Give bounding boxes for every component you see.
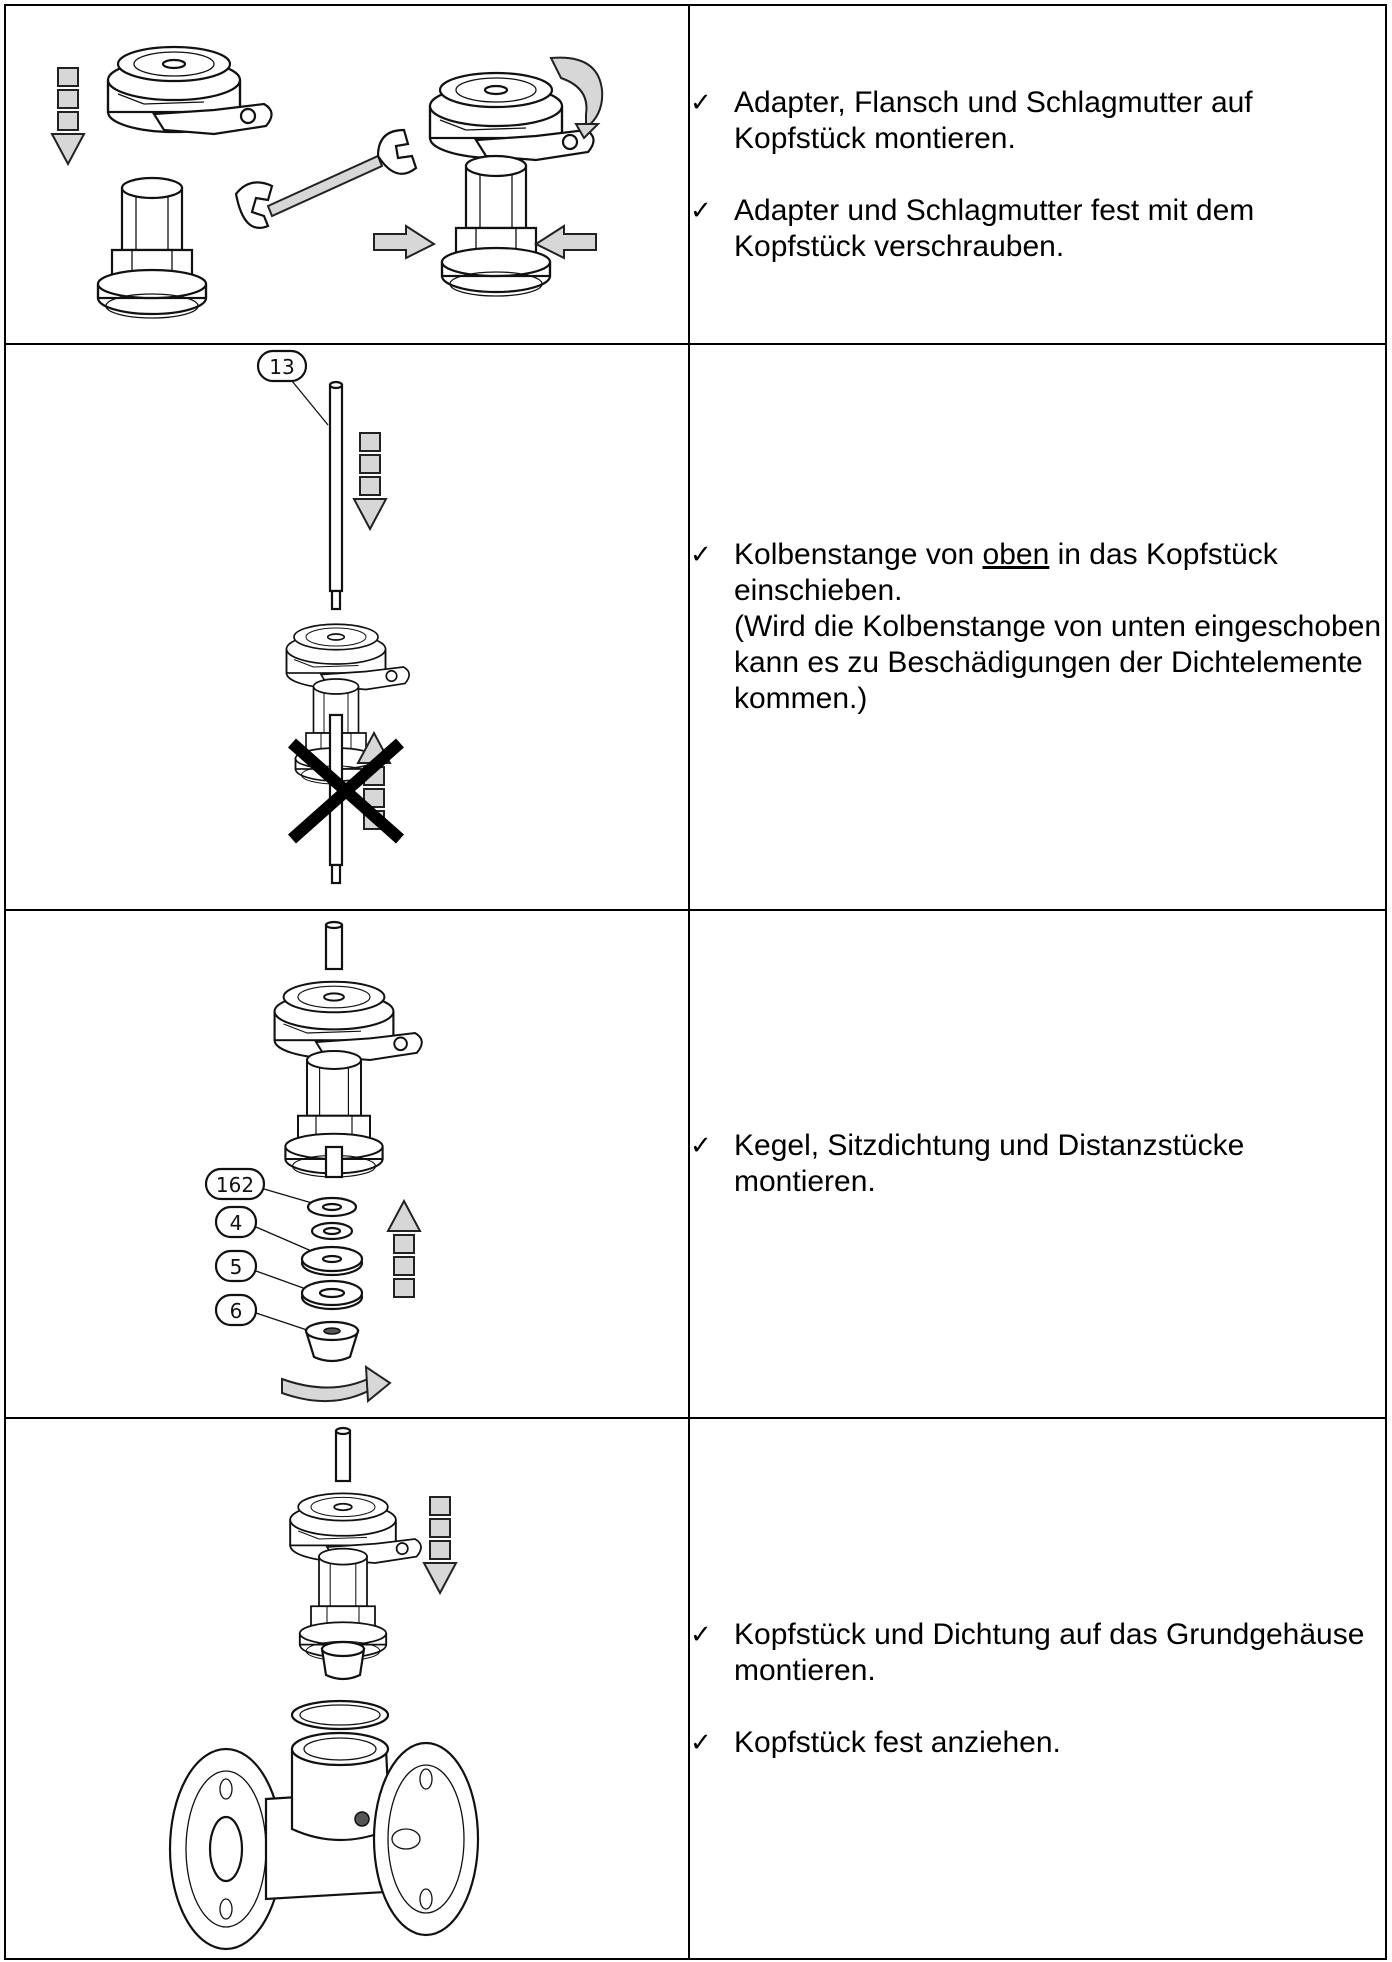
rotate-arrow-icon <box>549 56 604 131</box>
step-figure <box>4 4 690 345</box>
check-mark-icon: ✓ <box>690 540 712 570</box>
callout-label: 6 <box>230 1299 243 1323</box>
instruction-text: Kopfstück fest anziehen. <box>734 1725 1061 1759</box>
callout-label: 4 <box>230 1211 243 1235</box>
check-mark-icon: ✓ <box>690 1131 712 1161</box>
step-row: ✓ Adapter, Flansch und Schlagmutter auf … <box>4 4 1387 345</box>
step-instructions: ✓ Kegel, Sitzdichtung und Distanzstücke … <box>688 909 1387 1419</box>
instruction-text: Kopfstück und Dichtung auf das Grundgehä… <box>734 1617 1365 1687</box>
assembly-steps-table: ✓ Adapter, Flansch und Schlagmutter auf … <box>4 4 1387 1960</box>
check-mark-icon: ✓ <box>690 195 712 226</box>
check-mark-icon: ✓ <box>690 87 712 118</box>
step-figure: 162 4 5 <box>4 909 690 1419</box>
instruction-text-part: Kolbenstange von <box>734 538 983 571</box>
down-arrow-icon <box>353 432 387 530</box>
callout: 6 <box>214 1293 311 1332</box>
instruction-item: ✓ Adapter und Schlagmutter fest mit dem … <box>690 193 1385 265</box>
down-arrow-icon <box>51 67 85 165</box>
instruction-item: ✓ Adapter, Flansch und Schlagmutter auf … <box>690 85 1385 157</box>
callout-label: 13 <box>269 355 294 379</box>
step-instructions: ✓ Kopfstück und Dichtung auf das Grundge… <box>688 1417 1387 1960</box>
valve-housing <box>168 1731 480 1951</box>
instruction-text: Kegel, Sitzdichtung und Distanzstücke mo… <box>734 1129 1245 1198</box>
adapter-mounting-illustration <box>51 45 604 320</box>
gasket <box>290 1699 390 1731</box>
check-mark-icon: ✓ <box>690 1619 712 1650</box>
callout: 13 <box>256 349 329 426</box>
piston-rod-insertion-illustration: 13 <box>256 349 410 885</box>
step-figure <box>4 1417 690 1960</box>
cross-out-icon <box>288 738 404 844</box>
callout-label: 5 <box>230 1255 243 1279</box>
up-arrow-icon <box>387 1200 421 1298</box>
step-instructions: ✓ Adapter, Flansch und Schlagmutter auf … <box>688 4 1387 345</box>
instruction-item: ✓ Kolbenstange von oben in das Kopfstück… <box>690 537 1385 717</box>
step-figure: 13 <box>4 343 690 911</box>
step-row: 13 ✓ <box>4 343 1387 911</box>
cone-seal-assembly-illustration: 162 4 5 <box>204 920 423 1404</box>
callout: 162 <box>204 1167 313 1204</box>
instruction-text: Adapter und Schlagmutter fest mit dem Ko… <box>734 193 1255 263</box>
step-row: ✓ Kopfstück und Dichtung auf das Grundge… <box>4 1417 1387 1960</box>
rotate-arrow-icon <box>281 1365 392 1404</box>
check-mark-icon: ✓ <box>690 1727 712 1758</box>
instruction-item: ✓ Kegel, Sitzdichtung und Distanzstücke … <box>690 1128 1385 1200</box>
step-instructions: ✓ Kolbenstange von oben in das Kopfstück… <box>688 343 1387 911</box>
callout: 4 <box>214 1205 317 1254</box>
step-row: 162 4 5 <box>4 909 1387 1419</box>
instruction-item: ✓ Kopfstück fest anziehen. <box>690 1725 1385 1761</box>
wrench-icon <box>234 128 418 229</box>
instruction-emphasis: oben <box>982 538 1050 571</box>
down-arrow-icon <box>423 1496 457 1594</box>
instruction-item: ✓ Kopfstück und Dichtung auf das Grundge… <box>690 1617 1385 1689</box>
head-to-housing-illustration <box>168 1426 480 1951</box>
instruction-text-part: in das Kopfstück einschieben. <box>734 538 1278 607</box>
instruction-text: Kolbenstange von oben in das Kopfstück e… <box>734 537 1385 717</box>
callout-label: 162 <box>216 1173 254 1197</box>
instruction-note: (Wird die Kolbenstange von unten eingesc… <box>734 610 1382 715</box>
callout: 5 <box>214 1249 307 1290</box>
instruction-text: Adapter, Flansch und Schlagmutter auf Ko… <box>734 85 1253 155</box>
